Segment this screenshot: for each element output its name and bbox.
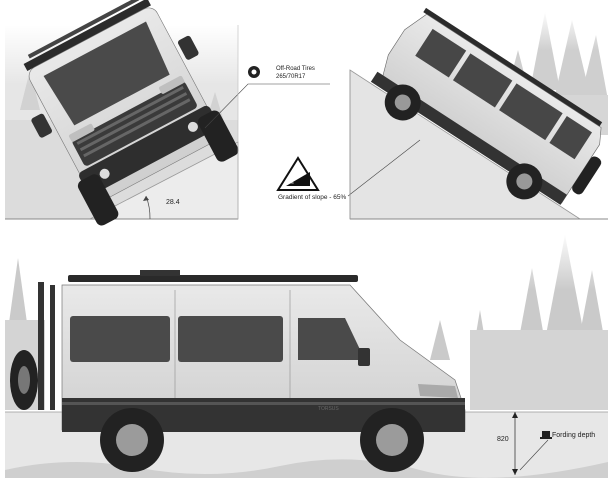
tires-size-label: 265/70R17	[276, 74, 306, 80]
tire-leader-line	[204, 83, 330, 129]
angle-value-label: 28.4	[166, 199, 180, 206]
slope-leader-line	[347, 139, 421, 197]
svg-text:%: %	[290, 180, 294, 185]
tires-label: Off-Road Tires	[276, 66, 315, 72]
fording-depth-icon	[540, 431, 552, 439]
fording-panel: TORSUS	[5, 230, 608, 478]
van-brand-text: TORSUS	[318, 406, 339, 412]
ground-hills	[5, 459, 608, 478]
front-view-panel	[5, 0, 330, 226]
fording-depth-value: 820	[497, 436, 509, 443]
van-side-view: TORSUS	[10, 270, 466, 472]
slope-gradient-label: Gradient of slope - 65%	[278, 194, 347, 201]
slope-warning-icon: %	[276, 156, 320, 191]
van-side-climbing	[370, 7, 603, 205]
fording-depth-label: Fording depth	[552, 432, 596, 439]
side-slope-panel	[347, 7, 608, 220]
van-front-view	[23, 0, 239, 226]
tire-icon	[248, 66, 260, 78]
depth-leader-line	[519, 439, 549, 471]
